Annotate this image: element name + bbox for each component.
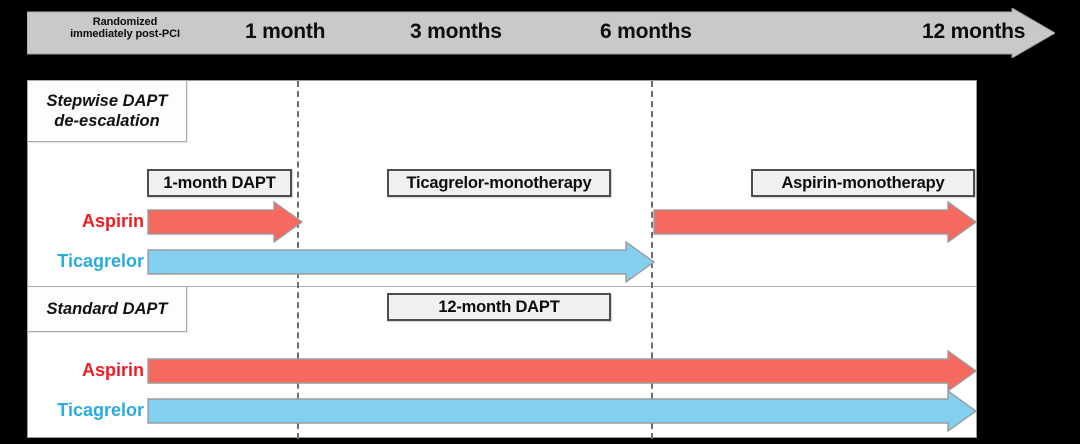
trial-arms-panel: Stepwise DAPT de-escalation 1-month DAPT… [27, 80, 977, 439]
timeline-arrow-shape [27, 8, 1055, 58]
drug-label-aspirin-stepwise: Aspirin [81, 211, 144, 231]
bar-aspirin-stepwise-phase1 [147, 201, 303, 243]
timeline-tick-1-month: 1 month [245, 20, 326, 43]
arm-label-standard: Standard DAPT [27, 286, 187, 332]
timeline-tick-randomized: Randomized immediately post-PCI [35, 16, 215, 41]
timeline-tick-randomized-line2: immediately post-PCI [70, 28, 180, 41]
timeline-tick-6-months: 6 months [600, 20, 692, 43]
bar-aspirin-stepwise-phase2 [653, 201, 977, 243]
bar-ticagrelor-stepwise [147, 241, 655, 283]
phase-box-1-month-dapt: 1-month DAPT [147, 169, 292, 197]
phase-box-12-month-dapt: 12-month DAPT [387, 293, 611, 321]
arm-label-stepwise-line1: Stepwise DAPT [46, 91, 168, 110]
drug-label-aspirin-standard: Aspirin [81, 360, 144, 380]
phase-box-aspirin-monotherapy: Aspirin-monotherapy [751, 169, 975, 197]
drug-label-ticagrelor-standard: Ticagrelor [57, 400, 144, 420]
bar-ticagrelor-standard [147, 390, 977, 432]
ticagrelor-arrow-shape-1 [147, 241, 655, 283]
aspirin-arrow-shape-1 [147, 201, 303, 243]
timeline-tick-12-months: 12 months [922, 20, 1026, 43]
ticagrelor-arrow-shape-2 [147, 390, 977, 432]
phase-box-ticagrelor-monotherapy: Ticagrelor-monotherapy [387, 169, 611, 197]
arm-label-standard-line1: Standard DAPT [46, 299, 168, 318]
drug-label-ticagrelor-stepwise: Ticagrelor [57, 251, 144, 271]
timeline-tick-3-months: 3 months [410, 20, 502, 43]
arm-label-stepwise-line2: de-escalation [54, 112, 160, 130]
timeline-header: Randomized immediately post-PCI 1 month … [27, 8, 1055, 58]
arm-divider [28, 286, 976, 287]
bar-aspirin-standard [147, 350, 977, 392]
aspirin-arrow-shape-2 [653, 201, 977, 243]
arm-label-stepwise: Stepwise DAPT de-escalation [27, 80, 187, 142]
timeline-tick-randomized-line1: Randomized [92, 16, 158, 28]
aspirin-arrow-shape-3 [147, 350, 977, 392]
